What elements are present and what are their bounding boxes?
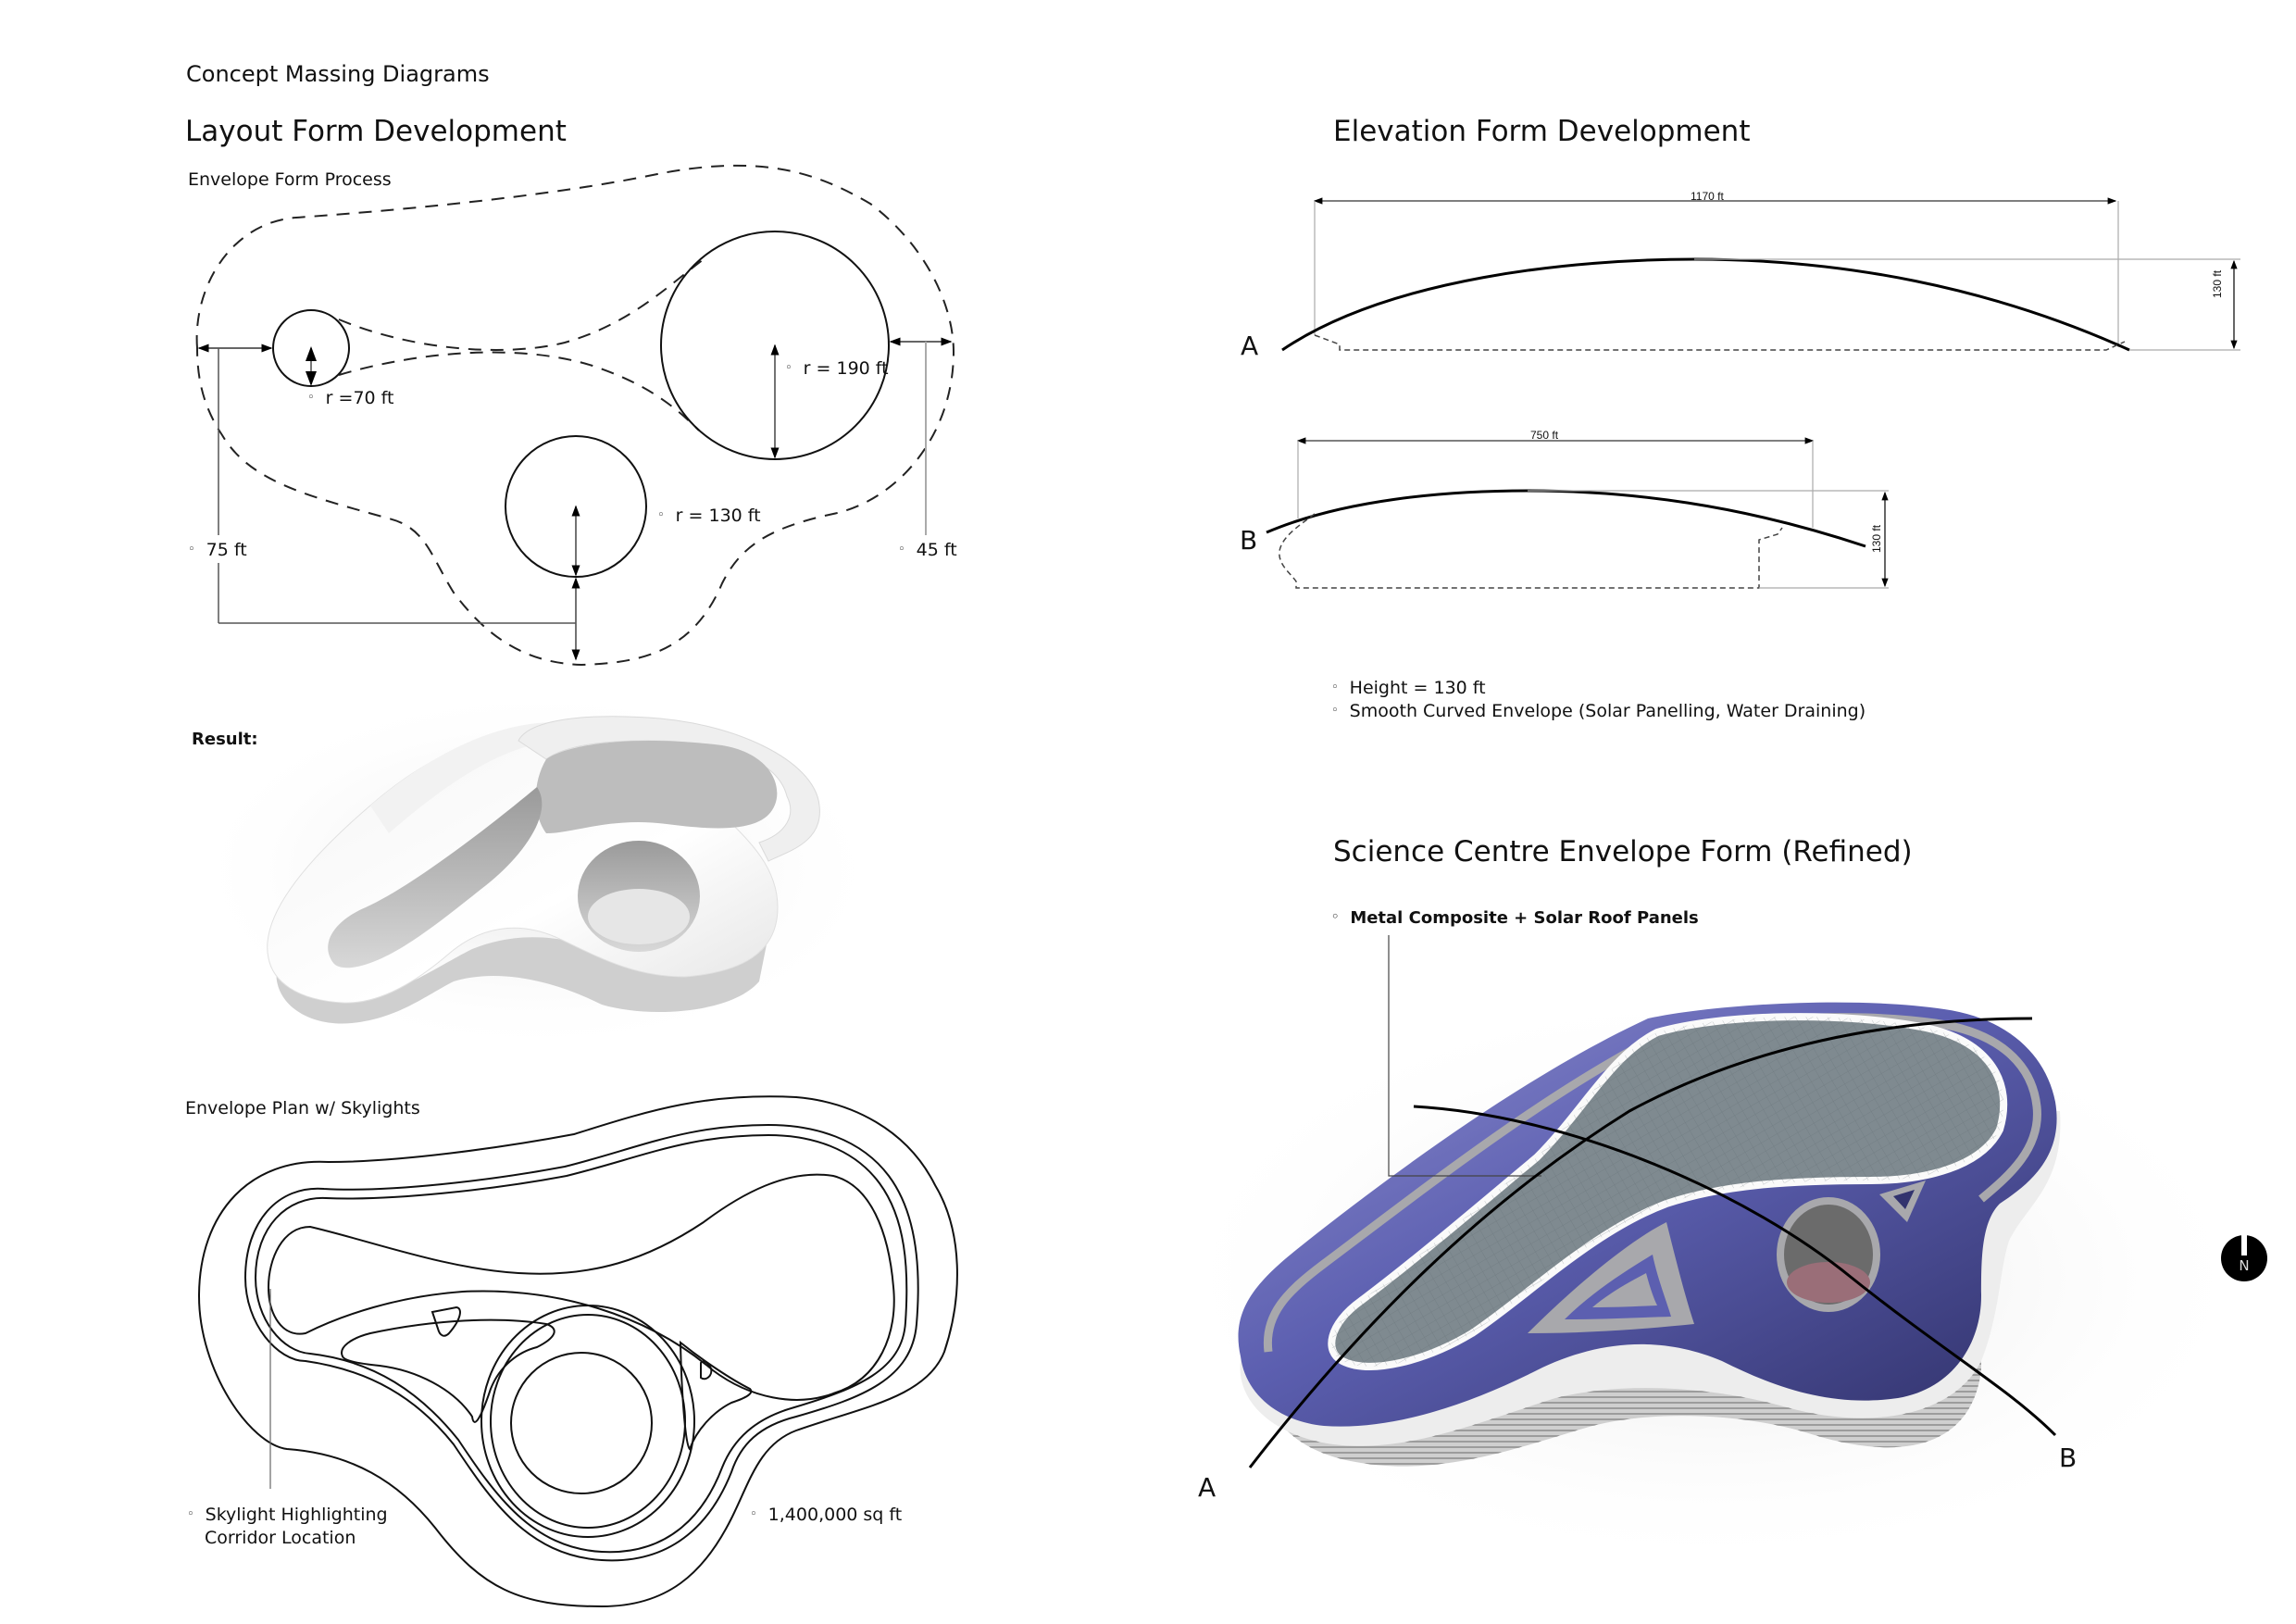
- dim-width-a: 1170 ft: [1691, 190, 1724, 203]
- plan-label: Envelope Plan w/ Skylights: [185, 1098, 420, 1118]
- envelope-plan: [197, 1095, 958, 1608]
- section-line-b: [1413, 1105, 2057, 1437]
- atrium-ring-outer: [480, 1305, 695, 1538]
- label-radius-70: r =70 ft: [307, 388, 394, 408]
- section-a-marker: A: [1241, 331, 1259, 361]
- label-radius-130: r = 130 ft: [657, 506, 761, 526]
- north-label: N: [2239, 1257, 2250, 1274]
- section-b-marker: B: [1240, 525, 1258, 556]
- circle-r130: [505, 435, 647, 578]
- plan-outer-edge: [197, 1095, 958, 1608]
- elevation-note-envelope: Smooth Curved Envelope (Solar Panelling,…: [1331, 701, 1866, 721]
- envelope-dashed-outline: [195, 164, 955, 667]
- section-line-a: [1248, 1017, 2033, 1468]
- atrium-ring-inner: [490, 1314, 686, 1529]
- north-needle: [2241, 1235, 2247, 1255]
- label-radius-190: r = 190 ft: [785, 358, 889, 379]
- label-offset-45: 45 ft: [898, 540, 957, 560]
- result-3d-massing: [185, 685, 889, 1056]
- note-skylight-line1: Skylight Highlighting: [187, 1505, 388, 1525]
- north-arrow-icon: N: [2221, 1235, 2267, 1281]
- dim-height-a: 130 ft: [2211, 269, 2224, 298]
- elevation-form-heading: Elevation Form Development: [1333, 115, 1751, 148]
- layout-form-heading: Layout Form Development: [185, 115, 567, 148]
- refined-envelope-heading: Science Centre Envelope Form (Refined): [1333, 835, 1913, 868]
- circle-r70: [272, 309, 350, 387]
- label-offset-75: 75 ft: [188, 540, 247, 560]
- render-section-a-marker: A: [1198, 1472, 1217, 1503]
- result-label: Result:: [192, 730, 258, 749]
- elevation-b: [1266, 437, 1889, 589]
- render-section-b-marker: B: [2059, 1443, 2078, 1473]
- elevation-note-height: Height = 130 ft: [1331, 678, 1486, 698]
- note-skylight-line2: Corridor Location: [205, 1528, 356, 1548]
- roof-curve-b: [1266, 489, 1866, 548]
- note-area: 1,400,000 sq ft: [750, 1505, 903, 1525]
- elevation-a: [1281, 197, 2240, 352]
- material-note: Metal Composite + Solar Roof Panels: [1331, 908, 1698, 928]
- page-title: Concept Massing Diagrams: [186, 61, 490, 87]
- dim-width-b: 750 ft: [1530, 429, 1559, 442]
- dim-height-b: 130 ft: [1870, 524, 1883, 553]
- tangent-upper: [338, 258, 705, 351]
- envelope-process-label: Envelope Form Process: [188, 169, 392, 190]
- refined-envelope-render: [1157, 935, 2268, 1574]
- atrium-void: [510, 1352, 653, 1494]
- circle-r190: [660, 231, 890, 460]
- tangent-lower: [338, 351, 700, 431]
- roof-curve-a: [1281, 257, 2130, 352]
